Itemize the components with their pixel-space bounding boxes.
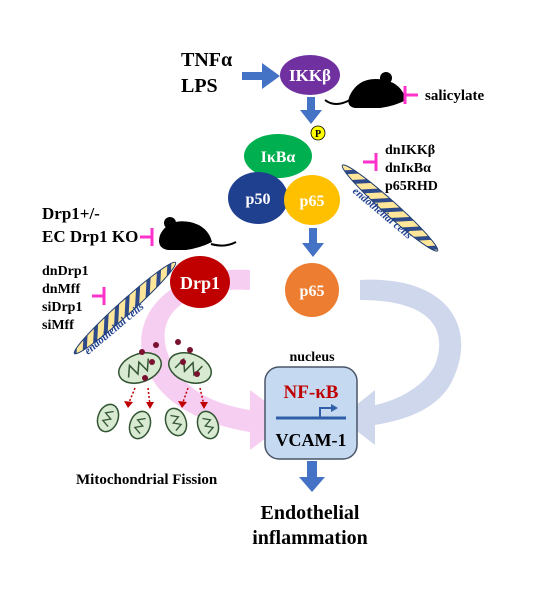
salicylate-label: salicylate — [425, 88, 484, 104]
inhibitor-p65rhd: p65RHD — [385, 179, 438, 194]
endothelial-cell-right — [341, 164, 439, 252]
blue-curved-arrow — [340, 279, 462, 445]
endothelial-cell-left — [73, 261, 177, 355]
ikkb-label: IKKβ — [289, 66, 331, 85]
stimulus-tnfa: TNFα — [181, 49, 232, 71]
mitochondrial-fission-label: Mitochondrial Fission — [76, 472, 218, 488]
nfkb-label: NF-κB — [284, 382, 339, 403]
mouse-icon-drp1 — [159, 217, 237, 250]
drp1-node — [170, 256, 230, 308]
outcome-inflammation: inflammation — [252, 527, 368, 549]
p65-free-node — [285, 263, 339, 317]
outcome-endothelial: Endothelial — [261, 502, 360, 524]
inhibitor-dnmff: dnMff — [42, 282, 80, 297]
arrow-nucleus-to-outcome — [299, 461, 325, 492]
p65-complex-label: p65 — [300, 193, 325, 210]
nucleus-box — [264, 366, 358, 460]
ikba-label: IκBα — [261, 149, 296, 166]
inhibitor-simff: siMff — [42, 318, 74, 333]
ikkb-node — [280, 55, 340, 95]
ec-drp1-ko-label: EC Drp1 KO — [42, 227, 138, 246]
left-inhibition-icon — [92, 287, 106, 305]
inhibitor-dnikkb: dnIKKβ — [385, 143, 435, 158]
p50-node — [228, 172, 288, 224]
nucleus-label: nucleus — [289, 350, 335, 365]
gene-promoter-icon — [276, 404, 346, 420]
phospho-label: P — [315, 129, 321, 140]
inhibitor-dndrp1: dnDrp1 — [42, 264, 89, 279]
vcam1-label: VCAM-1 — [276, 430, 347, 450]
arrow-ikkb-to-ikba — [300, 97, 322, 124]
arrow-p65-to-free — [302, 228, 324, 257]
drp1-heterozygous-label: Drp1+/- — [42, 204, 100, 223]
ikba-node — [244, 134, 312, 178]
mouse-icon-salicylate — [324, 72, 406, 108]
p50-label: p50 — [246, 191, 271, 208]
inhibitor-sidrp1: siDrp1 — [42, 300, 82, 315]
phospho-icon — [310, 125, 326, 141]
p65-complex-node — [284, 175, 340, 225]
salicylate-inhibition-icon — [403, 86, 418, 104]
p65-free-label: p65 — [300, 283, 325, 300]
pink-curved-arrow — [141, 269, 290, 450]
stimulus-lps: LPS — [181, 75, 218, 97]
drp1-mouse-inhibition-icon — [140, 228, 154, 246]
mitochondria-cluster — [96, 339, 220, 440]
drp1-label: Drp1 — [180, 273, 220, 293]
right-inhibition-icon — [363, 153, 378, 171]
inhibitor-dnikba: dnIκBα — [385, 161, 431, 176]
arrow-stimulus-to-ikkb — [242, 63, 280, 89]
